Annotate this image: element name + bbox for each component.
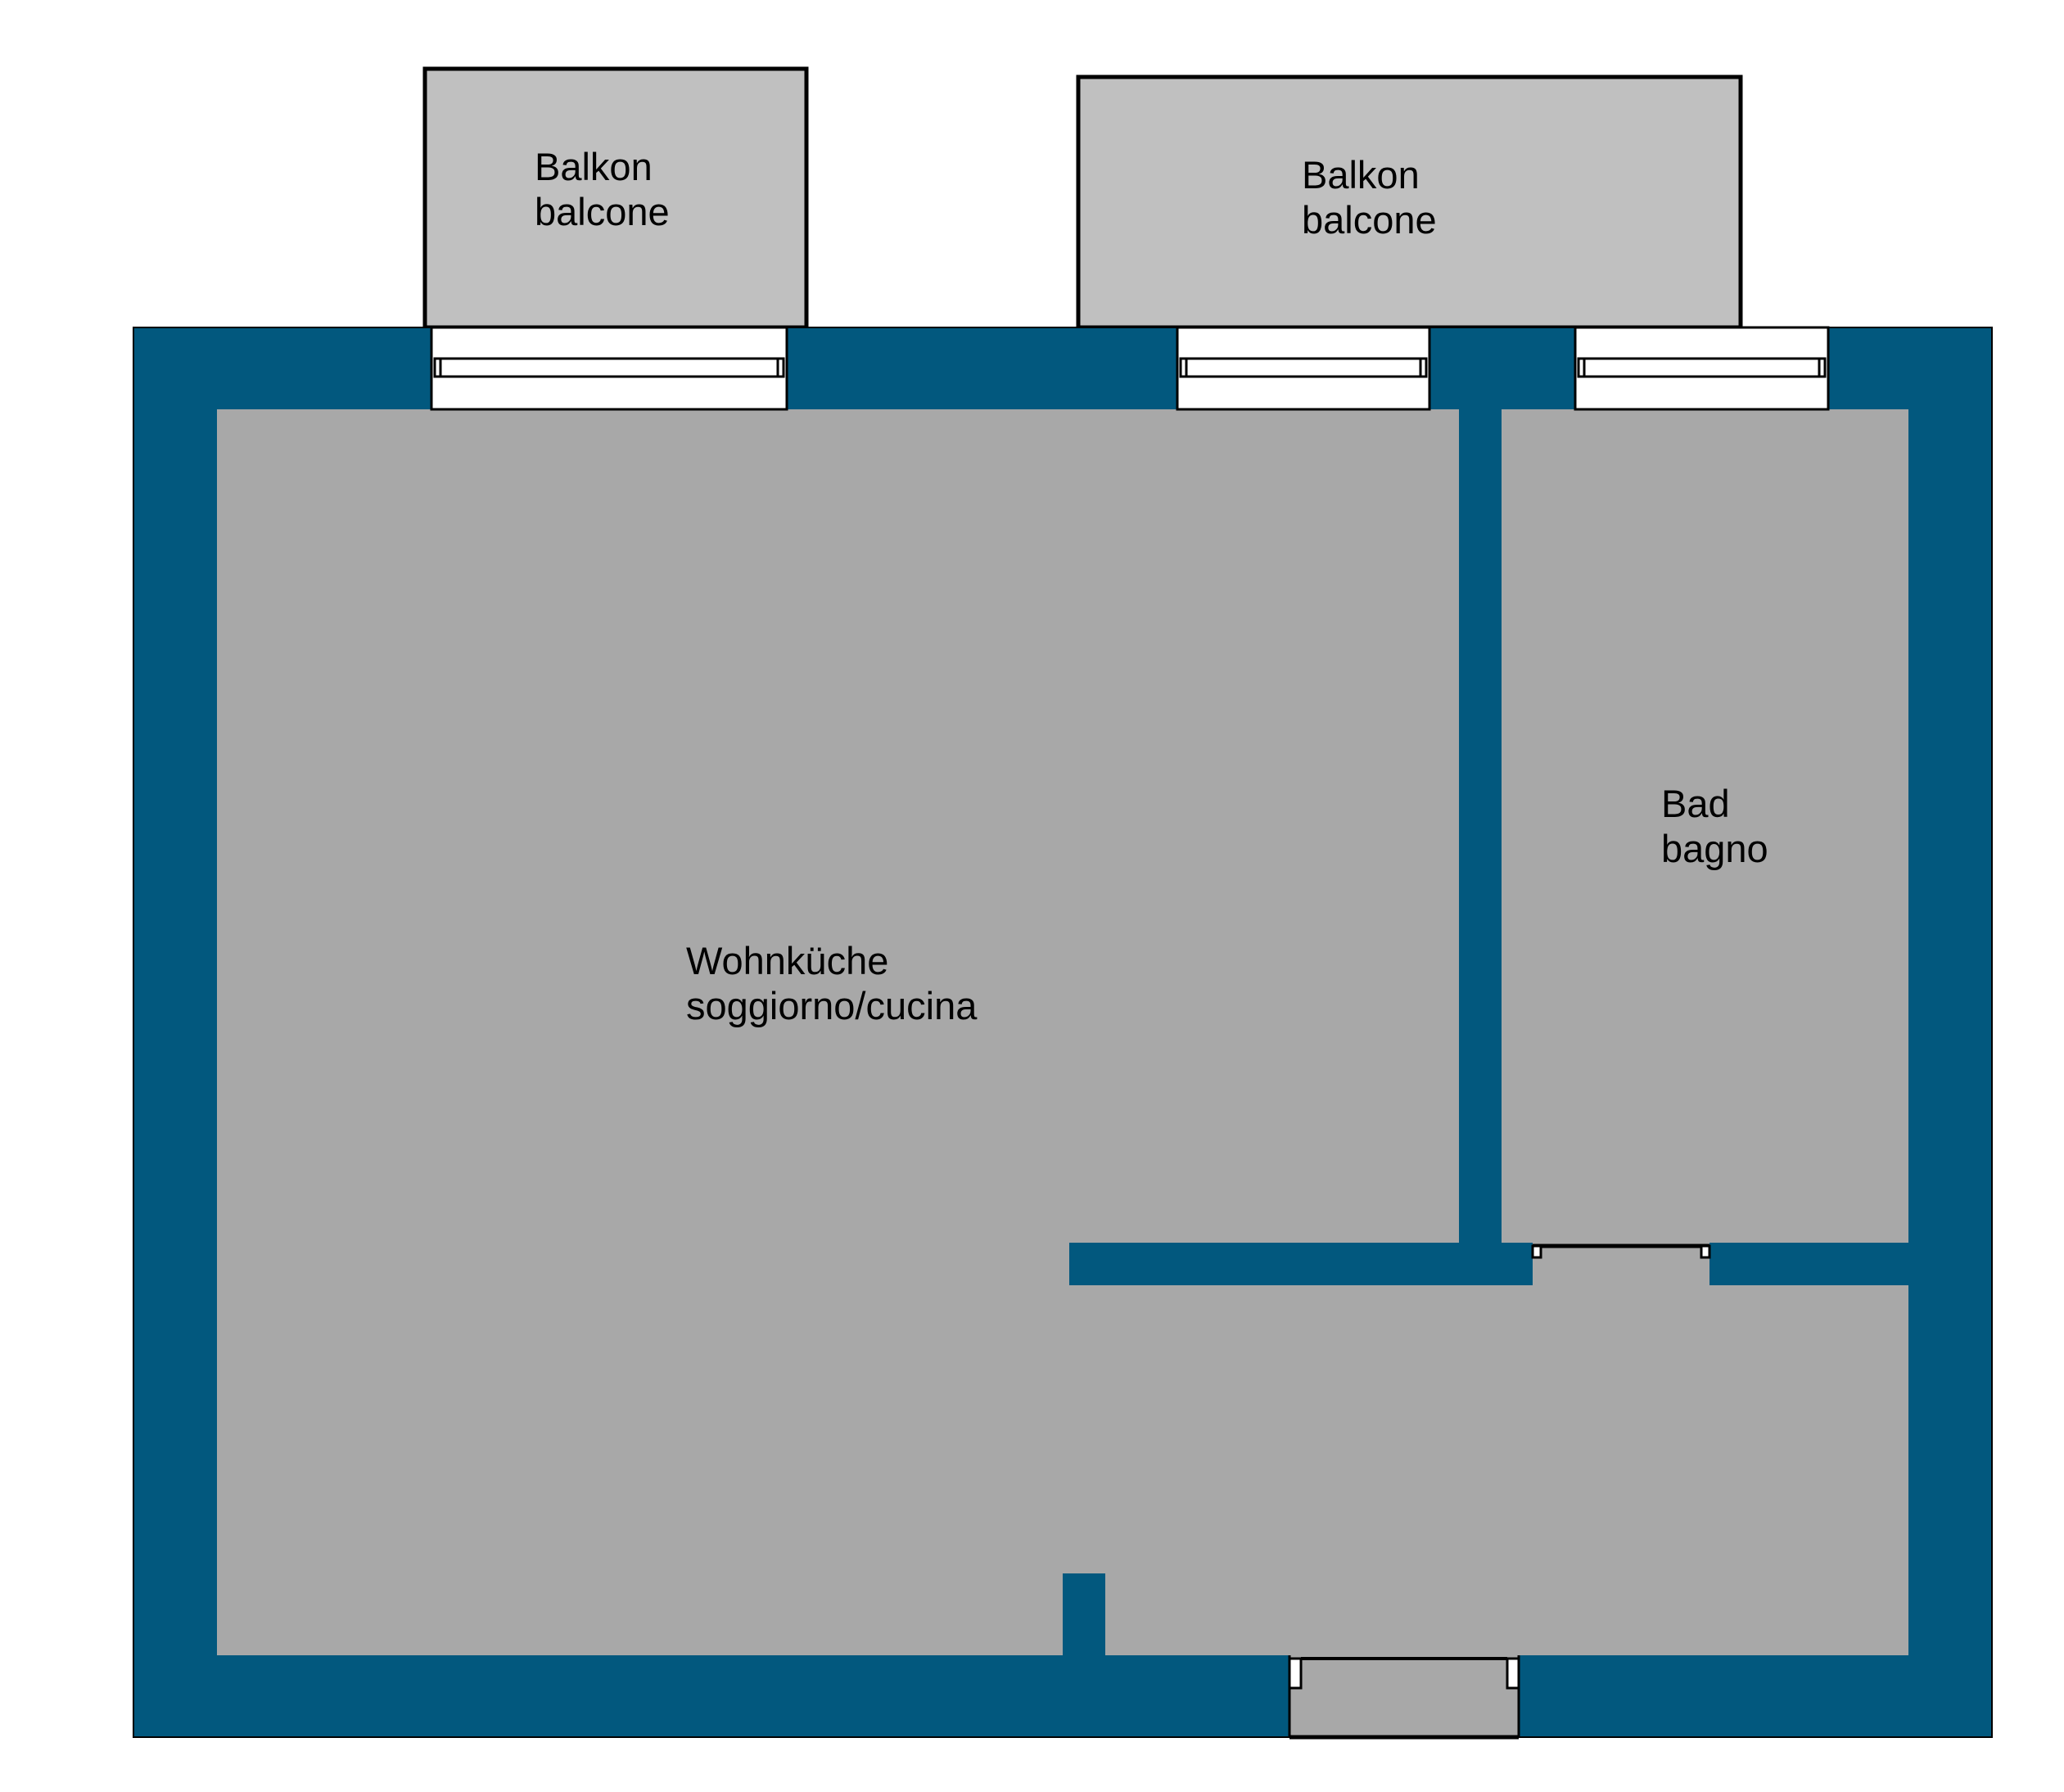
apartment-floor [133,327,1992,1737]
label-balcony-right-it: balcone [1302,198,1437,241]
label-balcony-right: Balkon balcone [1302,153,1437,241]
interior-walls [1063,409,1908,1655]
wall-right [1908,327,1992,1737]
label-bathroom: Bad bagno [1661,782,1768,870]
apartment-outline [133,327,1993,1738]
wall-bottom-segment-1 [133,1655,1289,1737]
label-balcony-left: Balkon balcone [535,145,670,233]
wall-top-segment-2 [787,327,1177,409]
bathroom-door [1531,1244,1711,1259]
wall-left [133,327,217,1737]
label-balcony-right-de: Balkon [1302,153,1420,196]
label-bathroom-it: bagno [1661,827,1768,870]
label-bathroom-de: Bad [1661,782,1730,825]
balcony-right [1076,74,1743,330]
balcony-right-area [1076,74,1743,330]
label-living-kitchen-it: soggiorno/cucina [686,984,978,1027]
wall-top-segment-1 [133,327,431,409]
window-3 [1574,326,1830,411]
label-living-kitchen: Wohnküche soggiorno/cucina [686,939,978,1027]
exterior-walls [133,327,1992,1737]
balcony-left [422,66,809,330]
wall-horizontal-left [1069,1243,1533,1285]
wall-horizontal-right [1709,1243,1908,1285]
balcony-left-area [422,66,809,330]
label-living-kitchen-de: Wohnküche [686,939,888,982]
wall-top-segment-4 [1828,327,1992,409]
window-2 [1176,326,1431,411]
wall-bathroom-vertical [1459,409,1502,1285]
wall-bottom-segment-2 [1519,1655,1992,1737]
window-1 [430,326,788,411]
label-balcony-left-it: balcone [535,190,670,233]
label-balcony-left-de: Balkon [535,145,653,188]
wall-top-segment-3 [1429,327,1575,409]
wall-stub-bottom [1063,1573,1105,1655]
